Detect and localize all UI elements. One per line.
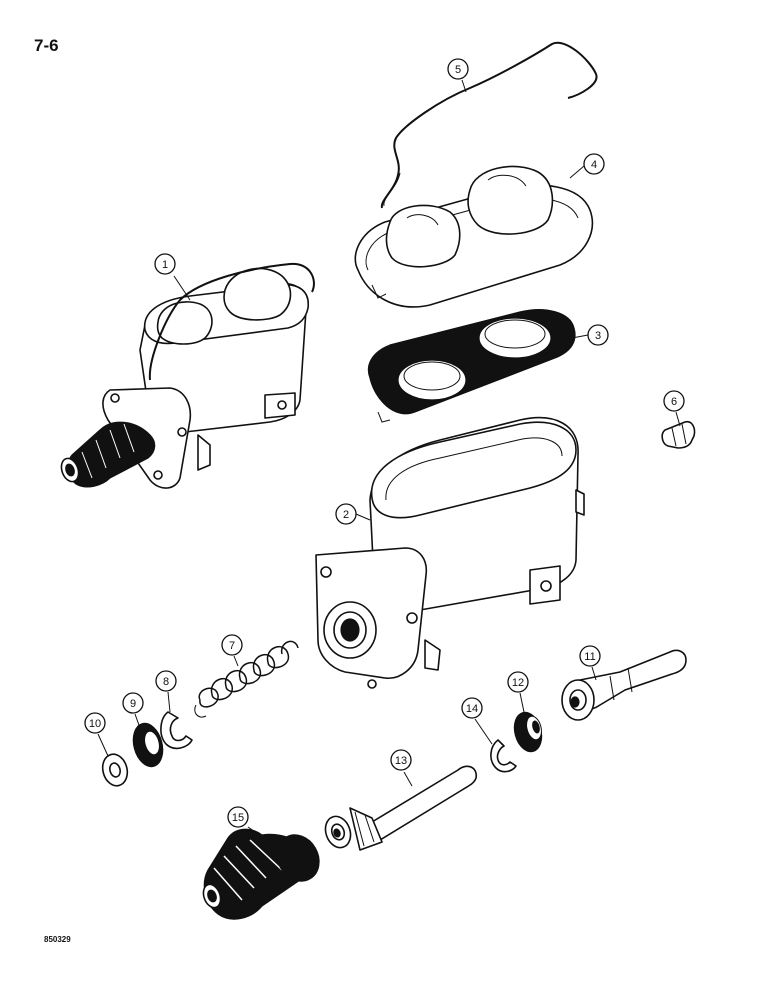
part-gasket xyxy=(367,309,576,423)
page-number: 7-6 xyxy=(34,36,59,55)
svg-text:11: 11 xyxy=(584,651,595,663)
part-fitting xyxy=(661,420,696,449)
svg-text:1: 1 xyxy=(162,259,168,271)
callout-7: 7 xyxy=(221,634,243,656)
callout-12: 12 xyxy=(507,671,529,693)
svg-text:9: 9 xyxy=(130,698,136,710)
part-snap-ring-8 xyxy=(160,711,193,750)
part-seal-9 xyxy=(132,722,164,768)
svg-text:6: 6 xyxy=(671,396,677,408)
part-master-cylinder-assembly xyxy=(60,262,315,489)
svg-text:14: 14 xyxy=(466,703,478,715)
callout-3: 3 xyxy=(587,324,609,346)
svg-text:10: 10 xyxy=(89,718,101,730)
callout-4: 4 xyxy=(583,153,605,175)
callout-9: 9 xyxy=(122,692,144,714)
part-seal-12 xyxy=(513,711,543,753)
callout-8: 8 xyxy=(155,670,177,692)
part-piston xyxy=(561,649,687,721)
svg-text:7: 7 xyxy=(229,640,235,652)
part-washer xyxy=(101,753,129,787)
illustration-code: 850329 xyxy=(44,935,71,944)
part-reservoir-cover xyxy=(354,165,594,308)
part-cylinder-body xyxy=(315,416,585,689)
callout-1: 1 xyxy=(154,253,176,275)
part-push-rod xyxy=(324,765,478,851)
callout-13: 13 xyxy=(390,749,412,771)
svg-text:8: 8 xyxy=(163,676,169,688)
callout-14: 14 xyxy=(461,697,483,719)
callout-2: 2 xyxy=(335,503,357,525)
part-boot xyxy=(202,828,320,920)
part-snap-ring-14 xyxy=(490,739,517,773)
svg-text:12: 12 xyxy=(512,677,524,689)
part-retaining-wire xyxy=(380,41,598,209)
svg-text:4: 4 xyxy=(591,159,597,171)
callout-5: 5 xyxy=(447,58,469,80)
callout-11: 11 xyxy=(579,645,601,667)
svg-text:2: 2 xyxy=(343,509,349,521)
svg-text:3: 3 xyxy=(595,330,601,342)
callout-15: 15 xyxy=(227,806,249,828)
callout-10: 10 xyxy=(84,712,106,734)
part-spring xyxy=(194,640,299,718)
svg-text:15: 15 xyxy=(232,812,244,824)
callout-6: 6 xyxy=(663,390,685,412)
svg-text:5: 5 xyxy=(455,64,461,76)
svg-text:13: 13 xyxy=(395,755,407,767)
callout-leaders xyxy=(97,79,681,835)
